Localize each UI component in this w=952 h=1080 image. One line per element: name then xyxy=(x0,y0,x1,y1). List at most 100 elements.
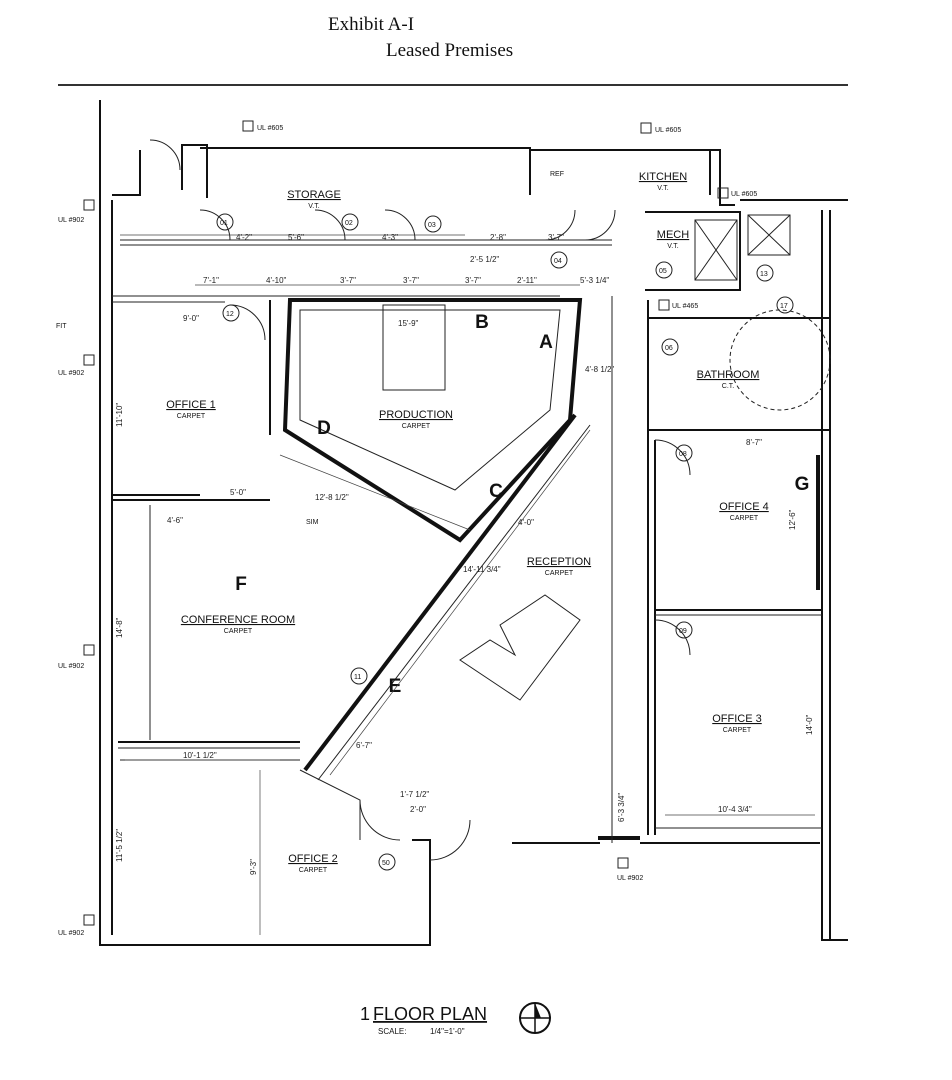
dim-14-11: 14'-11 3/4" xyxy=(463,565,501,574)
dim-5-0: 5'-0" xyxy=(230,488,246,497)
dim-11-10: 11'-10" xyxy=(115,403,124,427)
dim-10-4: 10'-4 3/4" xyxy=(718,805,752,814)
wall-letter-d: D xyxy=(317,418,331,439)
wall-letter-f: F xyxy=(235,574,247,595)
dim-12-6: 12'-6" xyxy=(788,509,797,530)
tag-ul902-3: UL #902 xyxy=(58,663,84,670)
door-swings xyxy=(149,139,831,861)
dim-8-7: 8'-7" xyxy=(746,438,762,447)
tag-ul902-1: UL #902 xyxy=(58,217,84,224)
header-rule xyxy=(58,84,848,86)
dim-3-7c: 3'-7" xyxy=(465,276,481,285)
dim-4-8h: 4'-8 1/2" xyxy=(585,365,614,374)
exterior-walls xyxy=(99,100,848,946)
room-bathroom-finish: C.T. xyxy=(722,383,735,390)
scale-value: 1/4"=1'-0" xyxy=(430,1027,465,1036)
north-arrow-pointer-icon xyxy=(535,1003,541,1018)
door-11: 11 xyxy=(354,674,361,681)
tag-fit: FIT xyxy=(56,323,67,330)
wall-letter-c: C xyxy=(489,481,503,502)
tag-ul902-5: UL #902 xyxy=(617,875,643,882)
dim-9-0: 9'-0" xyxy=(183,314,199,323)
door-02: 02 xyxy=(345,220,353,227)
room-office4-label: OFFICE 4 xyxy=(719,501,769,513)
room-mech-label: MECH xyxy=(657,229,689,241)
exhibit-title: Exhibit A-I xyxy=(328,14,415,35)
tag-ul605-left: UL #605 xyxy=(257,125,283,132)
dimension-lines xyxy=(120,234,815,935)
door-12: 12 xyxy=(226,311,234,318)
room-office3-finish: CARPET xyxy=(723,727,752,734)
door-number-tags: 01 02 03 04 05 06 08 09 11 12 13 17 50 xyxy=(216,213,794,871)
dim-6-3: 6'-3 3/4" xyxy=(617,793,626,822)
door-08: 08 xyxy=(679,451,687,458)
room-office1-finish: CARPET xyxy=(177,413,206,420)
room-production-finish: CARPET xyxy=(402,423,431,430)
wall-letter-e: E xyxy=(389,676,402,697)
tag-ul902-2: UL #902 xyxy=(58,370,84,377)
plan-number: 1 xyxy=(360,1004,370,1024)
room-production-label: PRODUCTION xyxy=(379,409,453,421)
room-storage-finish: V.T. xyxy=(308,203,319,210)
tag-ul605-right: UL #605 xyxy=(731,191,757,198)
dimension-labels: 15'-9" 9'-0" 7'-1" 4'-10" 3'-7" 3'-7" 3'… xyxy=(115,233,814,875)
tag-ul902-4: UL #902 xyxy=(58,930,84,937)
dim-2-0: 2'-0" xyxy=(410,805,426,814)
wall-letter-b: B xyxy=(475,312,489,333)
door-50: 50 xyxy=(382,860,390,867)
room-storage-label: STORAGE xyxy=(287,189,341,201)
dim-4-3: 4'-3" xyxy=(382,233,398,242)
room-conference-finish: CARPET xyxy=(224,628,253,635)
dim-14-8: 14'-8" xyxy=(115,617,124,638)
dim-12-8h: 12'-8 1/2" xyxy=(315,493,349,502)
dim-2-11: 2'-11" xyxy=(517,276,537,285)
door-01: 01 xyxy=(220,220,228,227)
dim-4-6: 4'-6" xyxy=(167,516,183,525)
room-conference-label: CONFERENCE ROOM xyxy=(181,614,295,626)
wall-letter-a: A xyxy=(539,332,553,353)
room-reception-finish: CARPET xyxy=(545,570,574,577)
door-03: 03 xyxy=(428,222,436,229)
tag-sim: SIM xyxy=(306,519,319,526)
room-bathroom-label: BATHROOM xyxy=(697,369,760,381)
dim-5-3: 5'-3 1/4" xyxy=(580,276,609,285)
door-17: 17 xyxy=(780,303,788,310)
dim-2-8: 2'-8" xyxy=(490,233,506,242)
wall-letters: A B C D E F G xyxy=(235,312,809,697)
dim-2-5h: 2'-5 1/2" xyxy=(470,255,499,264)
title-block: 1 FLOOR PLAN SCALE: 1/4"=1'-0" xyxy=(360,1002,551,1036)
room-office1-label: OFFICE 1 xyxy=(166,399,216,411)
dim-10-1h: 10'-1 1/2" xyxy=(183,751,217,760)
dim-7-1: 7'-1" xyxy=(203,276,219,285)
wall-letter-g: G xyxy=(795,474,810,495)
dim-1-7: 1'-7 1/2" xyxy=(400,790,429,799)
door-06: 06 xyxy=(665,345,673,352)
scale-label: SCALE: xyxy=(378,1027,406,1036)
dim-3-7b: 3'-7" xyxy=(403,276,419,285)
dim-4-2: 4'-2" xyxy=(236,233,252,242)
dim-5-6: 5'-6" xyxy=(288,233,304,242)
room-kitchen-finish: V.T. xyxy=(657,185,668,192)
room-office3-label: OFFICE 3 xyxy=(712,713,762,725)
room-office2-finish: CARPET xyxy=(299,867,328,874)
room-mech-finish: V.T. xyxy=(667,243,678,250)
door-05: 05 xyxy=(659,268,667,275)
dim-15-9: 15'-9" xyxy=(398,319,419,328)
wall-type-tags: UL #605 UL #605 UL #605 UL #465 UL #902 … xyxy=(56,120,757,937)
dim-6-7: 6'-7" xyxy=(356,741,372,750)
room-reception-label: RECEPTION xyxy=(527,556,591,568)
interior-walls xyxy=(112,211,830,843)
tag-ul605-kitchen: UL #605 xyxy=(655,127,681,134)
door-09: 09 xyxy=(679,628,687,635)
premises-subtitle: Leased Premises xyxy=(386,40,514,61)
door-04: 04 xyxy=(554,258,562,265)
dim-3-7d: 3'-7" xyxy=(548,233,564,242)
dim-3-7a: 3'-7" xyxy=(340,276,356,285)
dim-4-10: 4'-10" xyxy=(266,276,287,285)
dim-4-0: 4'-0" xyxy=(518,518,534,527)
tag-ul465: UL #465 xyxy=(672,303,698,310)
room-office2-label: OFFICE 2 xyxy=(288,853,338,865)
room-labels: STORAGE V.T. KITCHEN V.T. MECH V.T. PROD… xyxy=(166,171,769,874)
dim-11-5: 11'-5 1/2" xyxy=(115,829,124,862)
room-kitchen-label: KITCHEN xyxy=(639,171,687,183)
